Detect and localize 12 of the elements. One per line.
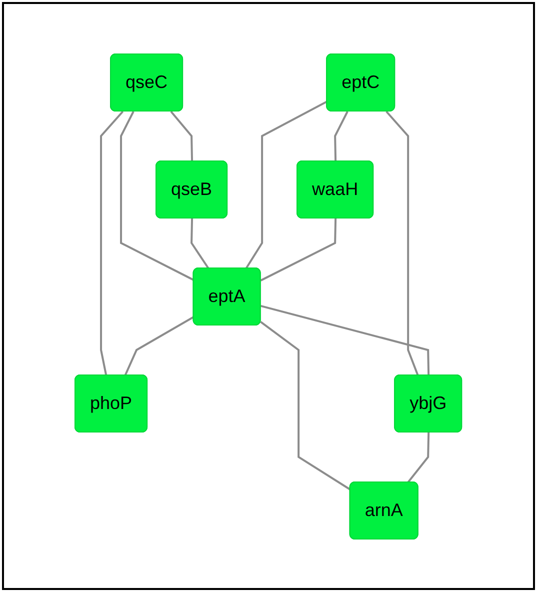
connector	[170, 110, 194, 162]
connector	[334, 110, 349, 162]
connector	[100, 110, 124, 376]
connector	[260, 304, 430, 376]
connector	[260, 218, 337, 281]
connector	[245, 100, 328, 269]
connector	[407, 432, 430, 483]
connector	[120, 110, 194, 280]
connector	[260, 320, 352, 490]
connector	[124, 316, 194, 376]
connector	[190, 218, 210, 269]
connector	[386, 110, 420, 376]
